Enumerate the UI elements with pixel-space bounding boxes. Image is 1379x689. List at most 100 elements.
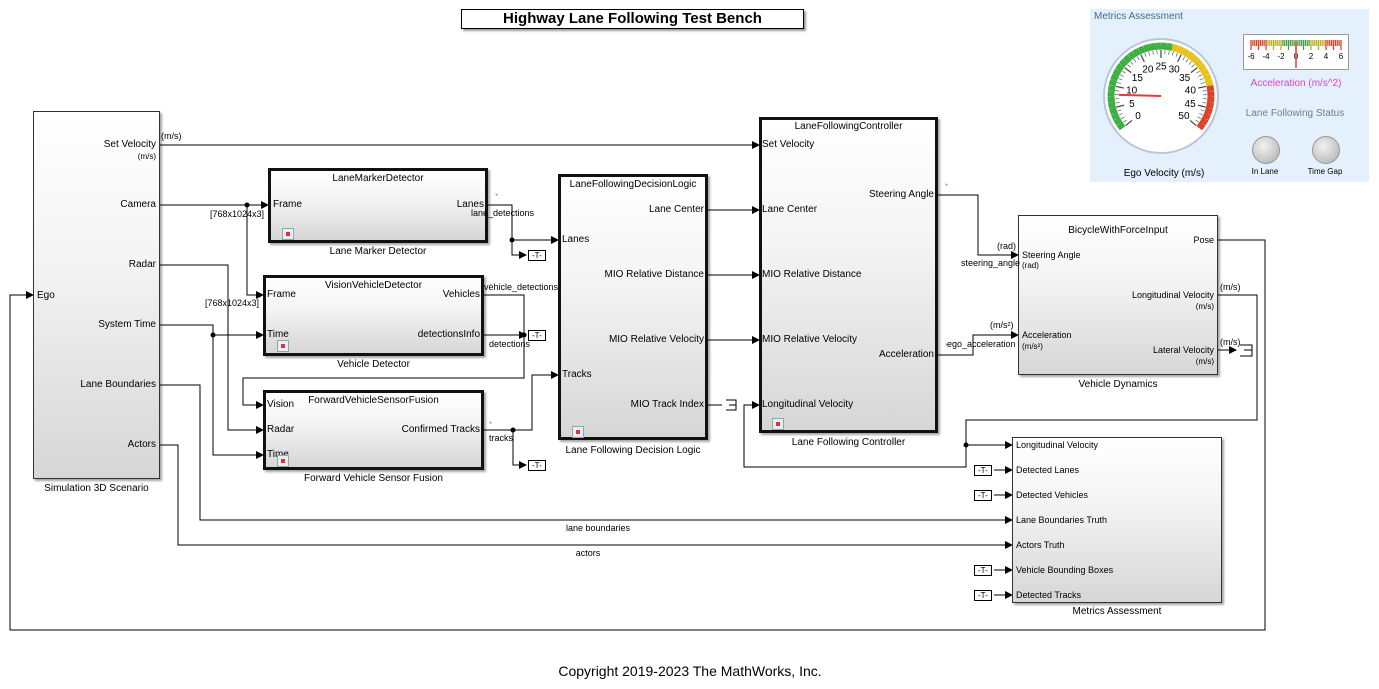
fusion-block-name: Forward Vehicle Sensor Fusion [304,473,443,484]
accel-tick-label: -6 [1247,52,1255,61]
metrics-in-lane-boundaries-truth: Lane Boundaries Truth [1016,515,1108,525]
gauge-color-band [1199,116,1209,126]
scenario-out-actors: Actors [127,439,156,450]
signal-label-lane-detections: lane_detections [471,208,535,218]
sensor-fusion-block[interactable] [263,390,484,470]
wire-vehicles[interactable] [242,294,525,409]
gauge-tick-label: 5 [1129,99,1135,110]
gauge-color-band [1149,42,1156,51]
diagram-title: Highway Lane Following Test Bench [461,9,804,29]
dynamics-out-long-vel-unit: (m/s) [1195,302,1214,311]
controller-in-mio-distance: MIO Relative Distance [762,269,862,280]
controller-in-longitudinal-velocity: Longitudinal Velocity [762,399,854,410]
decision-in-tracks: Tracks [562,369,592,380]
accel-tick-label: 4 [1324,52,1329,61]
gauge-tick-label: 10 [1126,85,1138,96]
wire-tracks[interactable] [484,371,559,431]
decision-out-mio-index: MIO Track Index [630,399,704,410]
goto-detections[interactable]: -T- [528,330,546,341]
vehicle-dynamics-block[interactable] [1018,215,1218,375]
log-signal-icon: ◔ [487,280,493,290]
gauge-tick [1125,119,1133,127]
in-lane-lamp[interactable] [1252,136,1280,164]
wire-camera-branch[interactable] [246,205,264,299]
simulation-3d-scenario-block[interactable] [33,111,160,479]
gauge-tick [1120,116,1125,119]
gauge-tick [1136,56,1140,61]
metrics-assessment-block[interactable] [1012,437,1222,603]
gauge-tick [1122,70,1126,74]
vehicle-detector-block[interactable] [263,275,484,356]
gauge-color-band [1113,116,1123,126]
gauge-color-band [1196,121,1206,131]
decision-logic-block[interactable] [558,174,708,440]
ego-velocity-label: Ego Velocity (m/s) [1123,168,1205,179]
gauge-color-band [1204,107,1213,115]
scenario-in-ego: Ego [37,290,55,301]
accel-tick-label: 6 [1339,52,1344,61]
time-gap-lamp[interactable] [1312,136,1340,164]
gauge-tick [1185,58,1189,63]
fusion-title: ForwardVehicleSensorFusion [308,395,439,406]
gauge-tick [1199,113,1204,116]
wire-actors[interactable] [160,444,1013,549]
goto-lane-detections[interactable]: -T- [528,250,546,261]
log-signal-icon: ◔ [943,340,949,350]
gauge-tick [1188,61,1192,65]
wire-lanes-goto[interactable] [511,240,527,259]
scenario-set-velocity-unit: (m/s) [137,152,156,161]
decision-in-lanes: Lanes [562,234,590,245]
from-detected-lanes[interactable]: -T- [974,465,992,476]
from-bounding-boxes[interactable]: -T- [974,565,992,576]
controller-in-set-velocity: Set Velocity [762,139,815,150]
lane-marker-out-lanes: Lanes [456,199,484,210]
vision-in-time: Time [267,329,289,340]
gauge-tick [1115,102,1120,104]
gauge-tick [1127,64,1131,68]
vision-out-info: detectionsInfo [417,329,480,340]
scenario-block-name: Simulation 3D Scenario [44,483,149,494]
gauge-color-band [1181,48,1190,57]
wire-system-time[interactable] [160,324,264,459]
gauge-tick [1115,85,1124,89]
lane-marker-in-frame: Frame [273,199,302,210]
gauge-color-band [1197,63,1207,72]
dynamics-block-name: Vehicle Dynamics [1078,379,1158,390]
signal-label-steering-angle: steering_angle [961,258,1021,268]
log-signal-icon: ◔ [943,180,949,190]
lane-following-controller-block[interactable] [759,117,938,433]
goto-tracks[interactable]: -T- [528,460,546,471]
acceleration-gauge[interactable]: -6-4-20246 [1243,34,1349,70]
gauge-tick [1191,64,1195,68]
lane-marker-detector-block[interactable] [268,168,488,243]
gauge-tick [1130,61,1134,65]
gauge-tick [1201,82,1206,84]
log-signal-icon: ◔ [493,190,499,200]
controller-title: LaneFollowingController [794,121,903,132]
acceleration-label: Acceleration (m/s^2) [1250,78,1342,89]
wire-acceleration[interactable] [938,331,1019,356]
gauge-tick-label: 25 [1155,62,1167,73]
wire-tracks-goto[interactable] [512,430,527,469]
gauge-tick [1199,78,1204,81]
wire-radar[interactable] [160,264,264,434]
signal-label-camera-dims-2: [768x1024x3] [205,298,260,308]
wire-pose-feedback[interactable] [9,239,1266,631]
signal-label-vehicle-detections: vehicle_detections [484,282,559,292]
gauge-tick-label: 15 [1132,73,1144,84]
from-detected-vehicles[interactable]: -T- [974,490,992,501]
gauge-color-band [1194,58,1204,68]
metrics-in-detected-lanes: Detected Lanes [1016,465,1080,475]
gauge-color-band [1202,112,1212,121]
wire-lanes[interactable] [488,204,559,244]
wire-lane-boundaries[interactable] [160,384,1013,524]
scenario-out-camera: Camera [120,199,156,210]
gauge-tick-label: 40 [1185,85,1197,96]
from-detected-tracks[interactable]: -T- [974,590,992,601]
controller-out-steering: Steering Angle [868,189,934,200]
gauge-tick [1198,74,1202,77]
wire-steering[interactable] [938,194,1019,259]
log-signal-icon: ◔ [487,418,493,428]
accel-tick-label: 2 [1309,52,1314,61]
